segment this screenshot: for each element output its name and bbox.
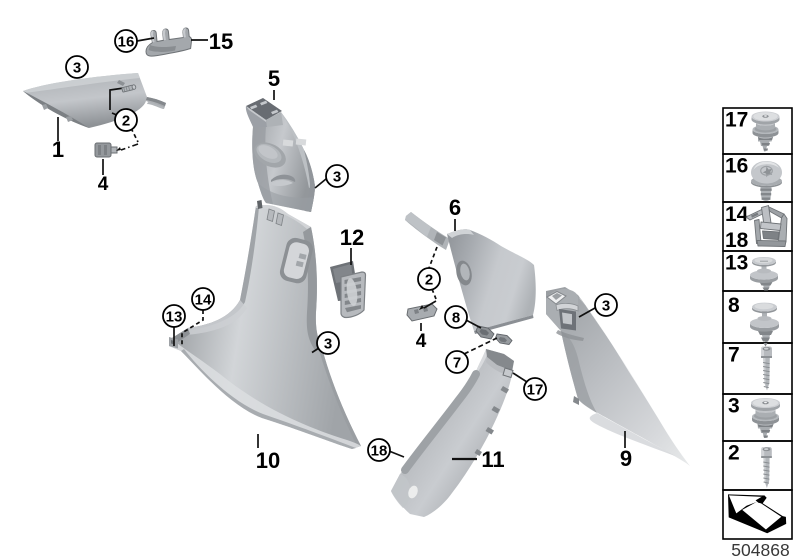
svg-text:16: 16 — [725, 155, 748, 178]
svg-text:5: 5 — [268, 66, 280, 91]
svg-text:17: 17 — [527, 382, 544, 399]
svg-text:13: 13 — [166, 309, 183, 326]
svg-text:4: 4 — [416, 331, 427, 352]
svg-text:14: 14 — [195, 292, 212, 309]
svg-text:11: 11 — [481, 447, 504, 472]
svg-text:3: 3 — [73, 60, 81, 77]
svg-text:15: 15 — [209, 29, 233, 54]
svg-text:4: 4 — [98, 174, 109, 195]
svg-text:2: 2 — [425, 272, 433, 289]
svg-text:6: 6 — [449, 195, 461, 220]
svg-text:3: 3 — [602, 298, 610, 315]
svg-text:1: 1 — [52, 137, 64, 162]
svg-text:8: 8 — [452, 310, 460, 327]
svg-text:17: 17 — [725, 109, 748, 132]
svg-text:12: 12 — [340, 225, 364, 250]
svg-text:13: 13 — [725, 252, 748, 275]
svg-text:9: 9 — [620, 446, 632, 471]
svg-text:3: 3 — [728, 395, 740, 418]
svg-text:7: 7 — [728, 344, 740, 367]
svg-text:2: 2 — [728, 442, 740, 465]
svg-text:18: 18 — [725, 229, 749, 252]
svg-text:3: 3 — [333, 169, 341, 186]
svg-text:10: 10 — [256, 448, 280, 473]
svg-text:8: 8 — [728, 294, 740, 317]
svg-text:2: 2 — [122, 113, 130, 130]
svg-text:14: 14 — [725, 203, 749, 226]
svg-text:7: 7 — [453, 355, 461, 372]
svg-text:16: 16 — [118, 34, 135, 51]
svg-text:18: 18 — [371, 443, 388, 460]
svg-text:504868: 504868 — [731, 540, 789, 560]
svg-text:3: 3 — [324, 336, 332, 353]
